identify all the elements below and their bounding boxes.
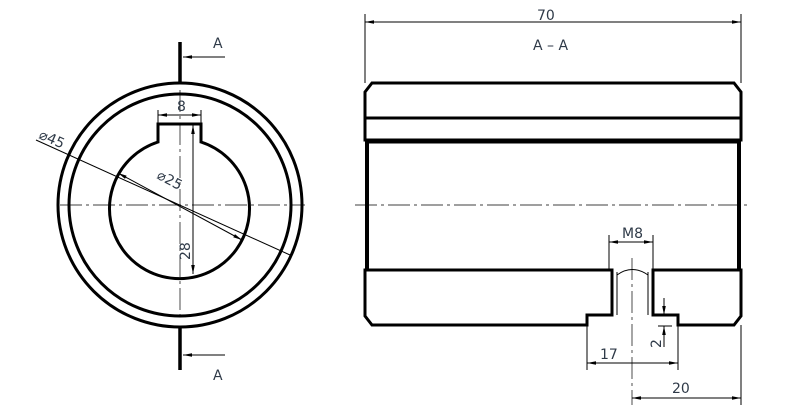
key-width-dim: 8 xyxy=(177,99,186,115)
bore-diameter-line xyxy=(117,172,243,241)
section-view: 70 A – A M8 17 2 20 xyxy=(355,8,750,405)
keyway-slot xyxy=(363,116,743,142)
key-depth-dim: 28 xyxy=(178,242,194,260)
chamfer-circle xyxy=(67,92,293,318)
lower-wall-right-section xyxy=(651,268,743,327)
counterbore-depth-dim: 2 xyxy=(649,339,665,348)
section-label-bottom: A xyxy=(213,368,223,384)
counterbore-width-dim: 17 xyxy=(600,347,618,363)
upper-wall-section xyxy=(363,81,743,120)
outer-diameter-dim: ⌀45 xyxy=(36,127,66,152)
section-label-top: A xyxy=(213,36,223,52)
hole-intersection-curve xyxy=(616,269,649,276)
end-view: A A ⌀45 ⌀25 8 28 xyxy=(35,36,305,384)
bore-with-keyway xyxy=(108,122,251,281)
length-dim: 70 xyxy=(537,8,555,24)
thread-dim: M8 xyxy=(622,226,643,242)
section-title: A – A xyxy=(533,38,568,54)
hole-position-dim: 20 xyxy=(672,381,690,397)
lower-wall-left-section xyxy=(363,268,614,327)
